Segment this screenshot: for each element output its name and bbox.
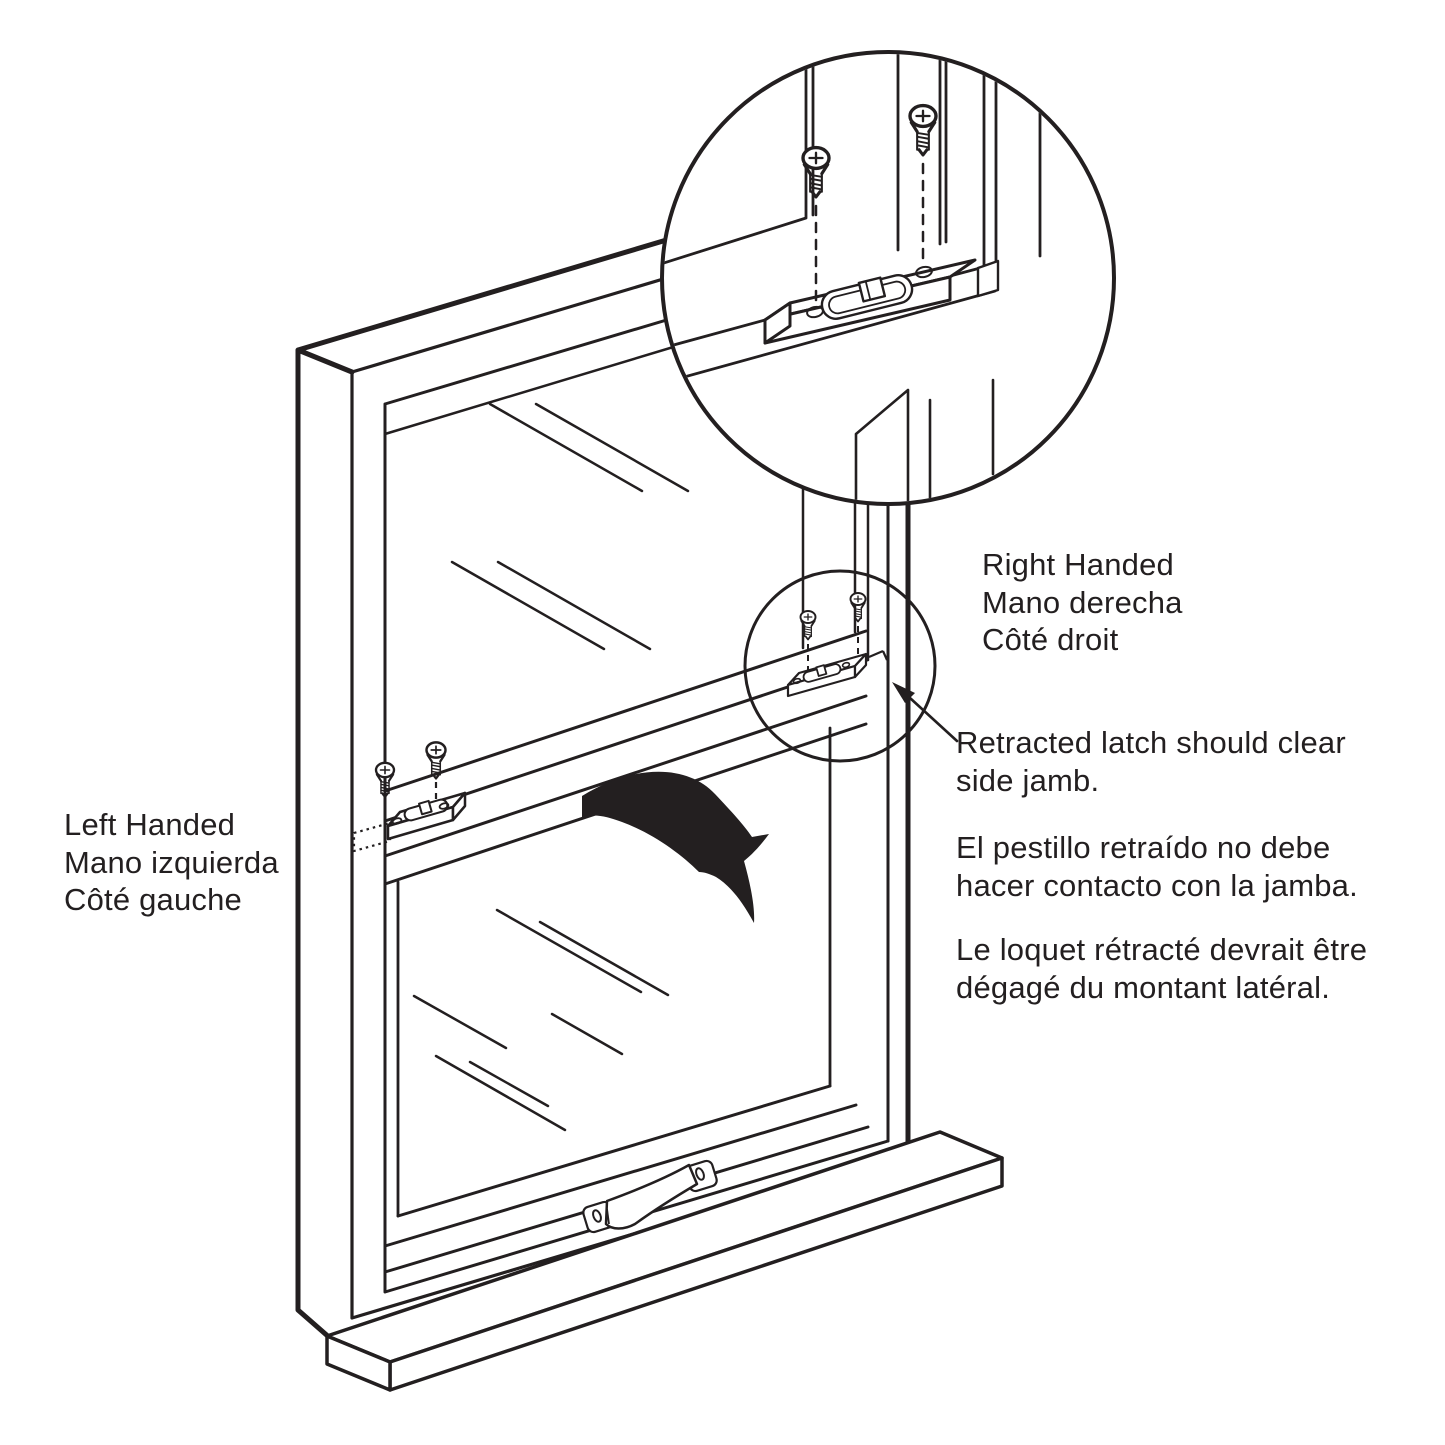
note-english: Retracted latch should clear side jamb.: [956, 724, 1346, 799]
note-en-line2: side jamb.: [956, 762, 1100, 798]
left-handed-fr: Côté gauche: [64, 882, 242, 917]
right-handed-es: Mano derecha: [982, 584, 1183, 620]
note-es-line1: El pestillo retraído no debe: [956, 830, 1331, 865]
note-spanish: El pestillo retraído no debe hacer conta…: [956, 829, 1358, 904]
left-handed-en: Left Handed: [64, 807, 236, 842]
meeting-rail: [383, 629, 868, 886]
tilt-direction-arrow: [582, 771, 769, 923]
small-detail-circle: [743, 569, 937, 763]
note-fr-line2: dégagé du montant latéral.: [956, 969, 1331, 1005]
note-fr-line1: Le loquet rétracté devrait être: [956, 932, 1368, 967]
left-tilt-latch: [352, 741, 467, 853]
leader-arrow-icon: [892, 682, 959, 743]
left-handed-es: Mano izquierda: [64, 844, 279, 880]
right-handed-label: Right Handed Mano derecha Côté droit: [982, 546, 1183, 659]
right-handed-en: Right Handed: [982, 547, 1174, 582]
big-detail-circle: [660, 50, 1116, 506]
left-handed-label: Left Handed Mano izquierda Côté gauche: [64, 806, 279, 919]
note-es-line2: hacer contacto con la jamba.: [956, 867, 1358, 903]
screw-icon: [849, 592, 867, 623]
right-handed-fr: Côté droit: [982, 622, 1119, 657]
lift-handle: [582, 1159, 718, 1234]
note-en-line1: Retracted latch should clear: [956, 725, 1346, 760]
lower-sash-glass: [396, 726, 832, 1218]
window-frame: [295, 227, 911, 1341]
retracted-latch-bolt-dotted: [352, 821, 392, 853]
latch-plate-magnified: [763, 258, 977, 345]
magnified-detail-view: [660, 50, 1116, 506]
note-french: Le loquet rétracté devrait être dégagé d…: [956, 931, 1367, 1006]
window-sill: [325, 1130, 1004, 1392]
right-tilt-latch: [786, 592, 889, 698]
upper-sash-glass: [450, 402, 690, 651]
